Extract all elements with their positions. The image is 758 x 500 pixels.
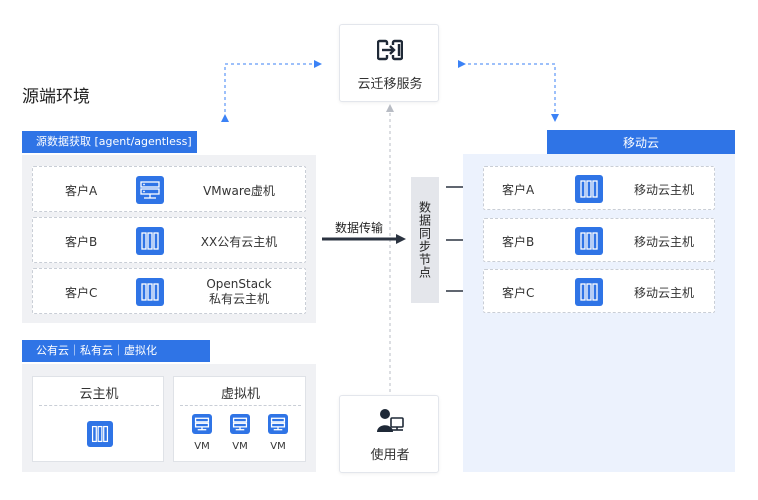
cloud-host-title: 云主机 [79, 386, 119, 402]
source-row-b[interactable]: 客户B XX公有云主机 [32, 217, 306, 263]
source-row-label: 客户C [65, 286, 98, 300]
vm-server-icon [192, 414, 212, 434]
user-card[interactable]: 使用者 [339, 395, 439, 473]
source-env-title: 源端环境 [22, 87, 90, 107]
cloud-row-label: 客户C [502, 286, 535, 300]
migration-service-label: 云迁移服务 [357, 76, 423, 92]
sync-node-label: 数据同步节点 [417, 201, 432, 279]
mobile-cloud-tab: 移动云 [547, 130, 735, 154]
cloud-row-target: 移动云主机 [634, 286, 695, 300]
vm-label: VM [270, 440, 286, 452]
user-label: 使用者 [370, 447, 410, 463]
divider [180, 405, 301, 406]
source-row-label: 客户A [65, 184, 98, 198]
source-row-a[interactable]: 客户A VMware虚机 [32, 166, 306, 212]
user-icon [377, 409, 404, 432]
cloud-row-a[interactable]: 客户A 移动云主机 [483, 166, 715, 210]
migration-service-card[interactable]: 云迁移服务 [339, 24, 439, 102]
service-to-source-link [221, 60, 322, 122]
rack-server-icon [575, 278, 603, 306]
source-row-label: 客户B [65, 235, 98, 249]
cloud-row-c[interactable]: 客户C 移动云主机 [483, 269, 715, 313]
vm-server-icon [268, 414, 288, 434]
cloud-row-target: 移动云主机 [634, 235, 695, 249]
mobile-cloud-title: 移动云 [622, 135, 659, 150]
server-icon [136, 176, 164, 204]
platform-tab: 公有云｜私有云｜虚拟化 [22, 340, 210, 362]
vm-server-icon [230, 414, 250, 434]
source-row-c[interactable]: 客户C OpenStack 私有云主机 [32, 268, 306, 314]
cloud-row-b[interactable]: 客户B 移动云主机 [483, 218, 715, 262]
service-to-cloud-link [458, 60, 559, 122]
sync-node[interactable]: 数据同步节点 [411, 177, 439, 303]
rack-server-icon [87, 421, 113, 447]
cloud-row-label: 客户A [502, 183, 535, 197]
source-row-target: OpenStack 私有云主机 [206, 277, 272, 306]
source-acquisition-tab: 源数据获取 [agent/agentless] [22, 131, 197, 153]
cloud-row-target: 移动云主机 [634, 183, 695, 197]
rack-server-icon [575, 175, 603, 203]
rack-server-icon [136, 227, 164, 255]
source-row-target: VMware虚机 [203, 183, 275, 198]
data-transfer-label: 数据传输 [335, 221, 384, 235]
cloud-row-label: 客户B [502, 235, 535, 249]
vm-label: VM [232, 440, 248, 452]
rack-server-icon [136, 278, 164, 306]
source-row-target: XX公有云主机 [200, 234, 278, 249]
virtual-machine-title: 虚拟机 [220, 386, 260, 402]
migration-icon [377, 39, 403, 61]
divider [39, 405, 159, 406]
rack-server-icon [575, 227, 603, 255]
virtual-machine-box[interactable]: 虚拟机 VM VM VM [173, 376, 306, 462]
cloud-host-box[interactable]: 云主机 [32, 376, 164, 462]
vm-label: VM [194, 440, 210, 452]
